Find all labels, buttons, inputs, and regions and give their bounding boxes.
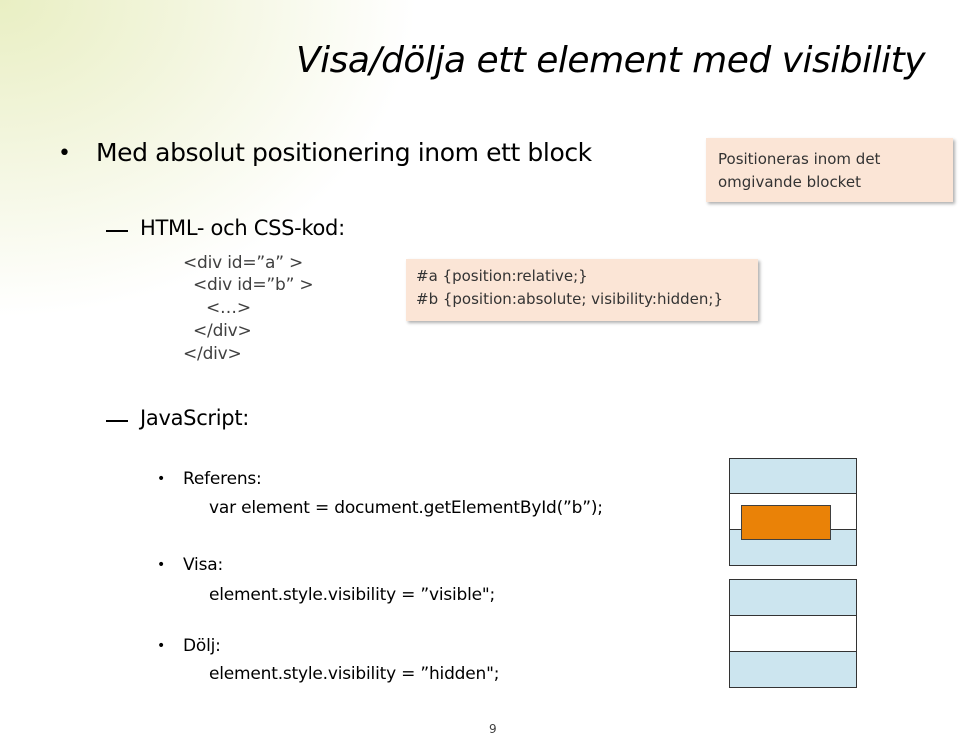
js-item-code: element.style.visibility = ”hidden"; <box>209 664 500 684</box>
html-code-line: <div id=”b” > <box>193 275 314 295</box>
bullet-icon: • <box>157 557 166 573</box>
bullet-icon: • <box>157 471 166 487</box>
slide-title: Visa/dölja ett element med visibility <box>296 40 926 81</box>
bullet-main: Med absolut positionering inom ett block <box>96 138 592 167</box>
js-item-code: element.style.visibility = ”visible"; <box>209 585 496 605</box>
sub-heading-html-css: HTML- och CSS-kod: <box>140 216 345 240</box>
html-code-line: <div id=”a” > <box>183 253 304 273</box>
css-code-box: #a {position:relative;} #b {position:abs… <box>406 259 758 321</box>
note-line: Positioneras inom det <box>718 150 881 168</box>
background-glow <box>0 0 420 320</box>
dash-icon <box>106 230 128 232</box>
js-item-label: Referens: <box>183 469 262 489</box>
css-code-line: #b {position:absolute; visibility:hidden… <box>416 290 724 308</box>
page-number: 9 <box>489 722 497 736</box>
bullet-icon: • <box>58 141 71 166</box>
html-code-line: </div> <box>183 344 242 364</box>
diagram-element-b <box>741 505 831 540</box>
dash-icon <box>106 420 128 422</box>
bullet-icon: • <box>157 638 166 654</box>
note-line: omgivande blocket <box>718 173 861 191</box>
css-code-line: #a {position:relative;} <box>416 267 588 285</box>
sub-heading-js: JavaScript: <box>140 406 250 430</box>
js-item-label: Visa: <box>183 555 223 575</box>
diagram-block <box>729 651 857 688</box>
diagram-block <box>729 458 857 494</box>
note-callout: Positioneras inom det omgivande blocket <box>706 138 953 202</box>
diagram-block <box>729 579 857 616</box>
html-code-line: <…> <box>206 298 251 318</box>
js-item-label: Dölj: <box>183 636 221 656</box>
html-code-line: </div> <box>193 321 252 341</box>
diagram-block <box>729 615 857 652</box>
js-item-code: var element = document.getElementById(”b… <box>209 498 603 518</box>
